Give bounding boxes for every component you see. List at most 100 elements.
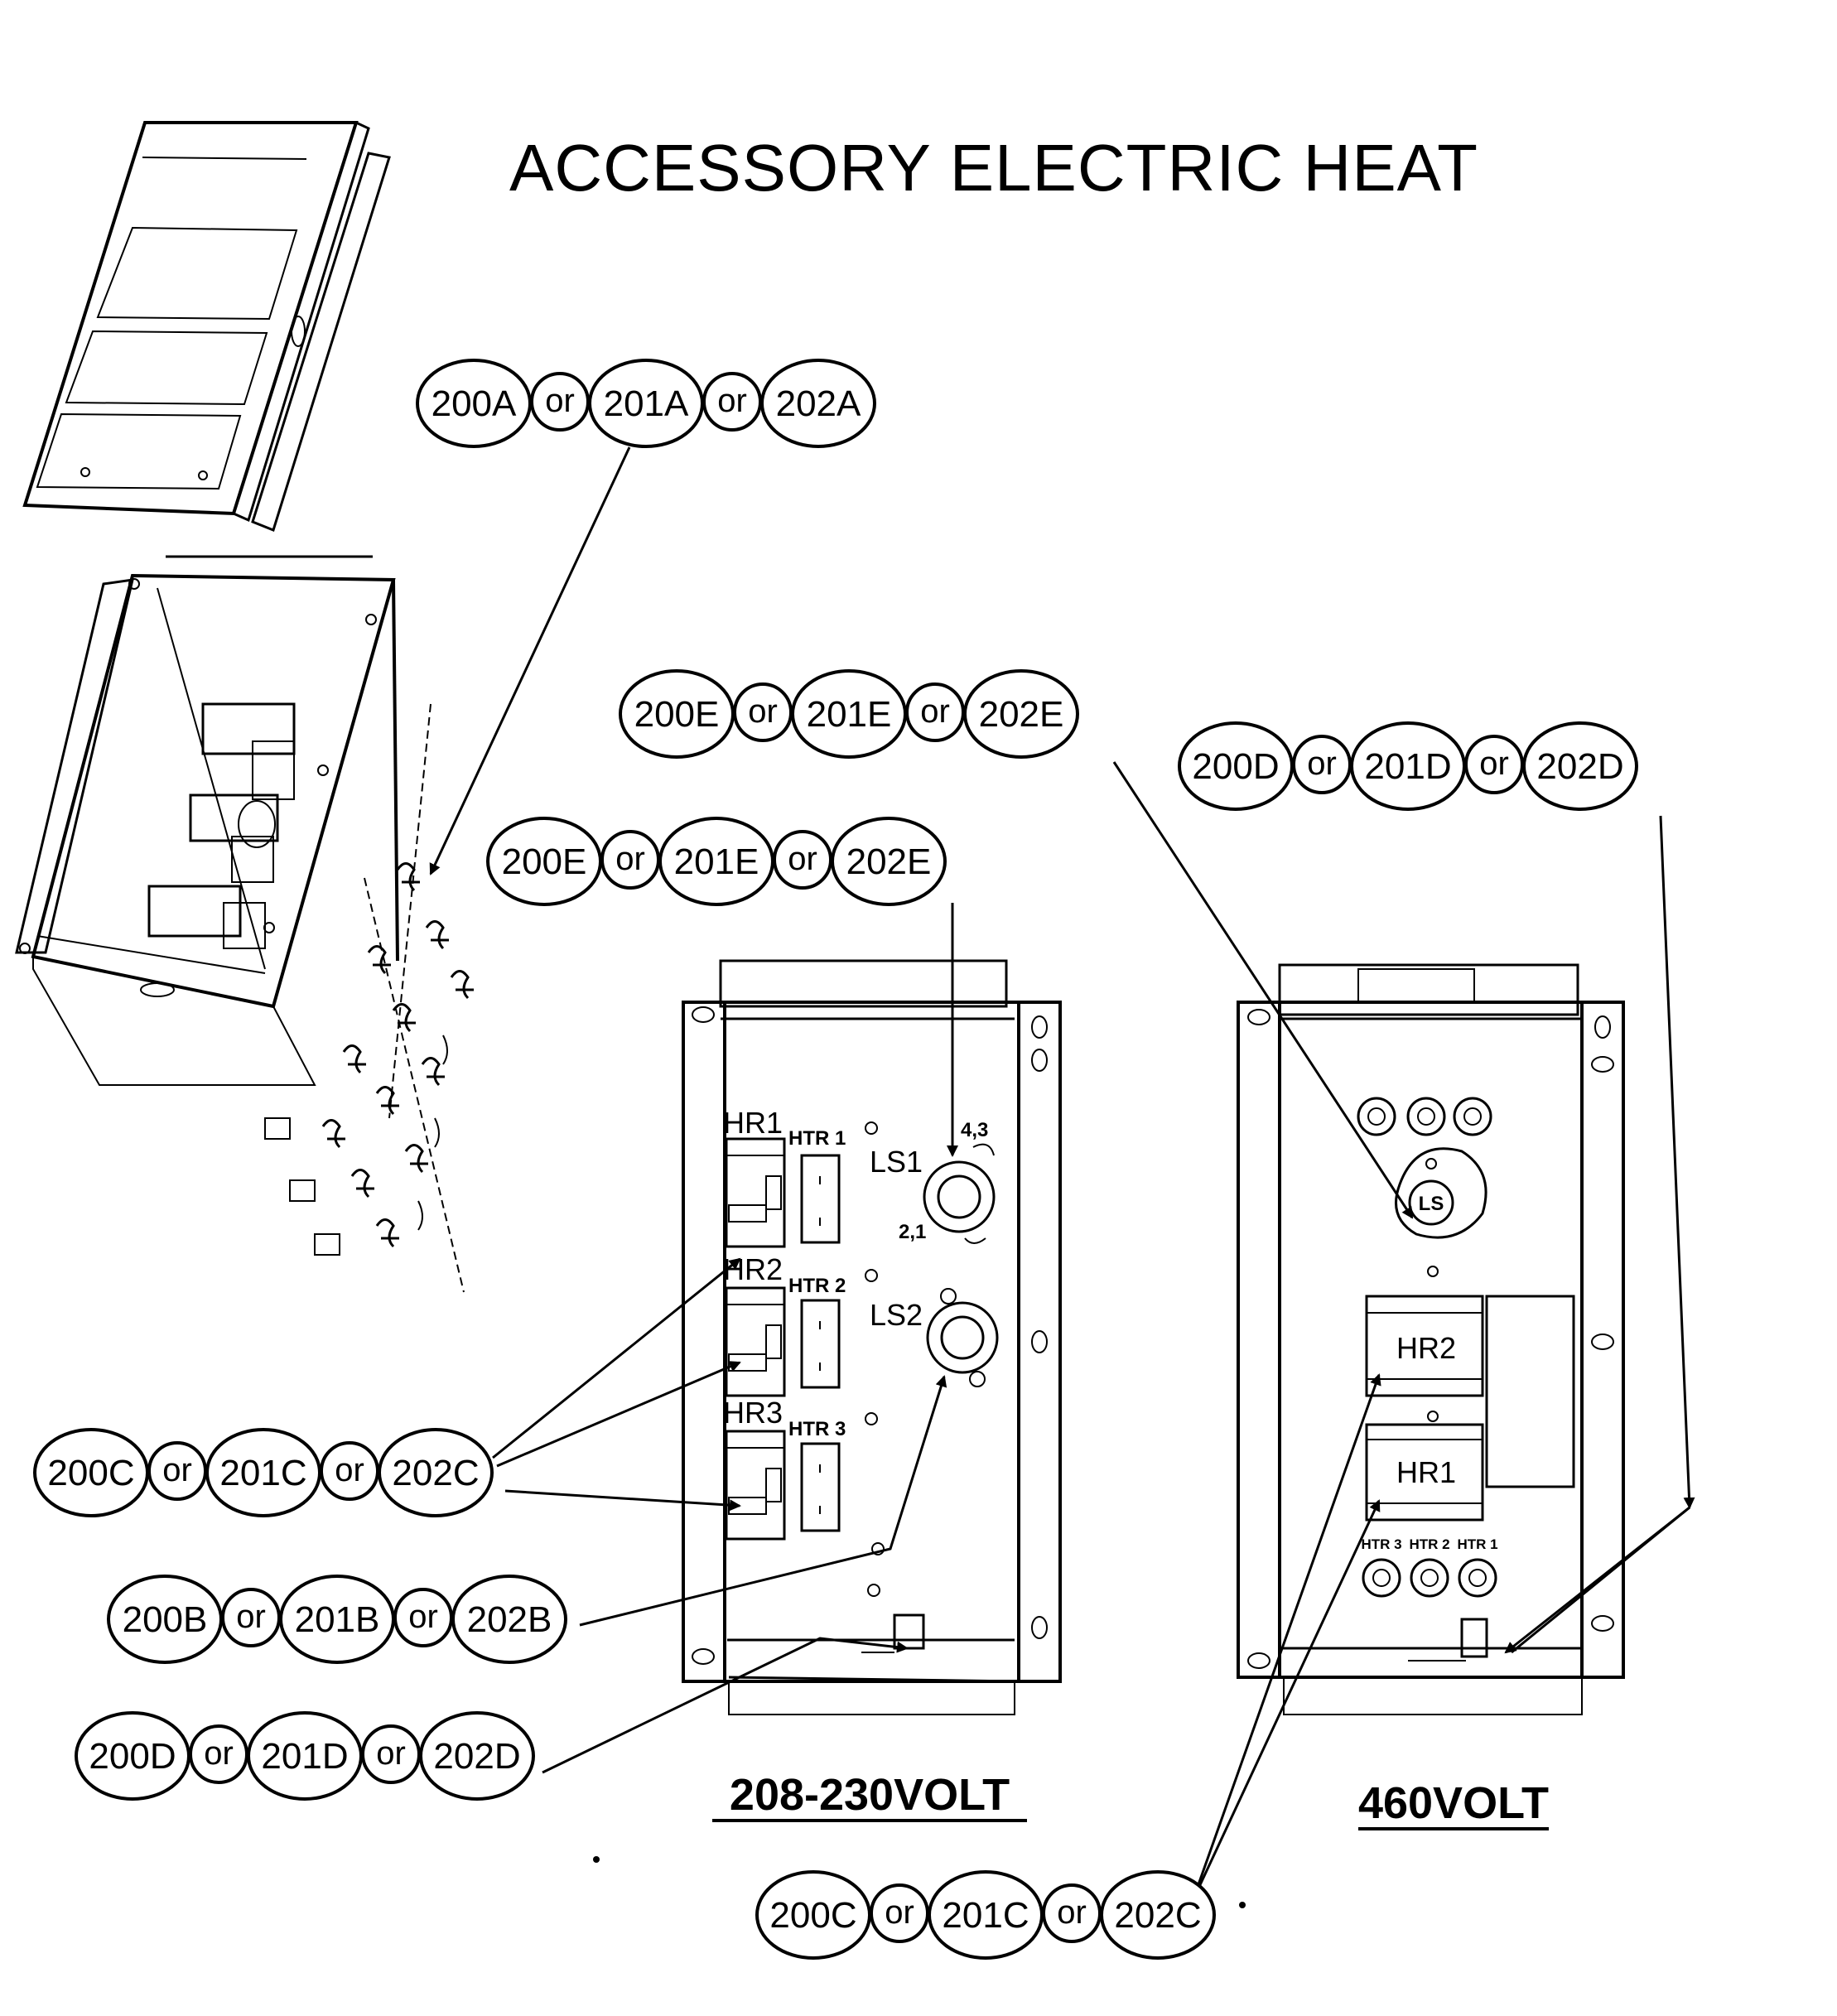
or-word: or: [408, 1599, 438, 1635]
part-bubble: [107, 1575, 223, 1664]
part-number: 202A: [776, 383, 861, 424]
part-bubble: [416, 359, 532, 448]
part-bubble: [1178, 721, 1294, 811]
or-bubble: [600, 830, 660, 890]
or-word: or: [335, 1452, 364, 1488]
part-bubble: [33, 1428, 149, 1517]
heater-terminals-460: HTR 3 HTR 2 HTR 1: [1361, 1536, 1498, 1598]
relay-hr1-label: HR1: [723, 1106, 783, 1140]
or-bubble: [702, 372, 762, 432]
heater-coil-ends: [264, 862, 474, 1256]
part-bubble: [451, 1575, 567, 1664]
relay-hr1-460: HR1: [1365, 1423, 1484, 1522]
or-bubble: [221, 1588, 281, 1647]
or-bubble: [773, 830, 832, 890]
ls1-label: LS1: [870, 1145, 923, 1179]
limit-switch-ls1: LS1 4,3 2,1: [870, 1119, 996, 1244]
part-bubble: [1100, 1870, 1216, 1960]
part-number: 200C: [47, 1453, 134, 1493]
part-number: 200A: [432, 383, 517, 424]
or-word: or: [162, 1452, 192, 1488]
bracket-460v: [1408, 1618, 1488, 1662]
part-number: 201E: [807, 694, 892, 735]
or-bubble: [870, 1883, 929, 1943]
or-word: or: [236, 1599, 266, 1635]
panel-208-230v: HR1 HR2 HR3 HTR 1: [682, 959, 1062, 1822]
part-number: 200E: [634, 694, 720, 735]
relay-hr2-label: HR2: [723, 1252, 783, 1286]
ls-460-label: LS: [1419, 1193, 1444, 1215]
panel-460v: LS HR2 HR1 HTR 3 HTR 2 HTR 1: [1237, 963, 1625, 1830]
part-number: 201D: [261, 1736, 348, 1777]
or-bubble: [1292, 735, 1352, 794]
callout-200d-201d-202d-left: 200D or 201D or 202D: [75, 1711, 535, 1801]
caption-460v: 460VOLT: [1358, 1778, 1549, 1828]
part-bubble: [619, 669, 735, 759]
relay-hr1: HR1: [723, 1106, 786, 1248]
part-number: 202C: [392, 1453, 479, 1493]
part-number: 202B: [467, 1599, 552, 1640]
part-number: 202C: [1114, 1895, 1201, 1936]
part-bubble: [963, 669, 1079, 759]
part-number: 201E: [674, 842, 759, 882]
part-number: 202D: [433, 1736, 520, 1777]
part-number: 200E: [502, 842, 587, 882]
or-word: or: [920, 693, 950, 730]
bracket-208v: [861, 1613, 925, 1653]
hr2-460-label: HR2: [1396, 1331, 1456, 1365]
or-bubble: [905, 682, 965, 742]
relay-hr3-label: HR3: [723, 1396, 783, 1430]
ls1-terminals-top: 4,3: [961, 1119, 988, 1141]
part-bubble: [247, 1711, 363, 1801]
part-number: 200D: [1192, 746, 1279, 787]
relay-hr2-460: HR2: [1365, 1295, 1484, 1397]
part-bubble: [1522, 721, 1638, 811]
or-word: or: [204, 1735, 234, 1772]
leader-lines: [429, 446, 1695, 1902]
heater-htr1: HTR 1: [788, 1121, 878, 1244]
or-word: or: [1479, 745, 1509, 782]
part-bubble: [486, 817, 602, 906]
part-bubble: [588, 359, 704, 448]
hr1-460-label: HR1: [1396, 1455, 1456, 1489]
part-number: 200D: [89, 1736, 176, 1777]
part-number: 202E: [979, 694, 1064, 735]
part-bubble: [205, 1428, 321, 1517]
or-bubble: [1464, 735, 1524, 794]
part-bubble: [279, 1575, 395, 1664]
part-bubble: [658, 817, 774, 906]
ls1-terminals-bottom: 2,1: [899, 1221, 926, 1243]
or-word: or: [717, 383, 747, 419]
or-word: or: [1307, 745, 1337, 782]
part-number: 201C: [942, 1895, 1029, 1936]
part-bubble: [791, 669, 907, 759]
heater-htr1-label: HTR 1: [788, 1127, 846, 1150]
part-number: 201D: [1364, 746, 1451, 787]
or-word: or: [376, 1735, 406, 1772]
or-bubble: [189, 1724, 248, 1784]
limit-switch-ls2: LS2: [870, 1288, 999, 1387]
or-bubble: [361, 1724, 421, 1784]
or-bubble: [320, 1441, 379, 1501]
diagram-title: ACCESSORY ELECTRIC HEAT: [509, 131, 1478, 205]
scan-mark: [1239, 1902, 1246, 1908]
part-bubble: [378, 1428, 494, 1517]
part-number: 202E: [846, 842, 932, 882]
part-number: 200B: [123, 1599, 208, 1640]
or-word: or: [788, 841, 817, 877]
scan-mark: [593, 1856, 600, 1863]
part-bubble: [760, 359, 876, 448]
or-bubble: [1042, 1883, 1102, 1943]
or-bubble: [530, 372, 590, 432]
heater-box: [15, 555, 465, 1293]
or-bubble: [147, 1441, 207, 1501]
or-bubble: [733, 682, 793, 742]
